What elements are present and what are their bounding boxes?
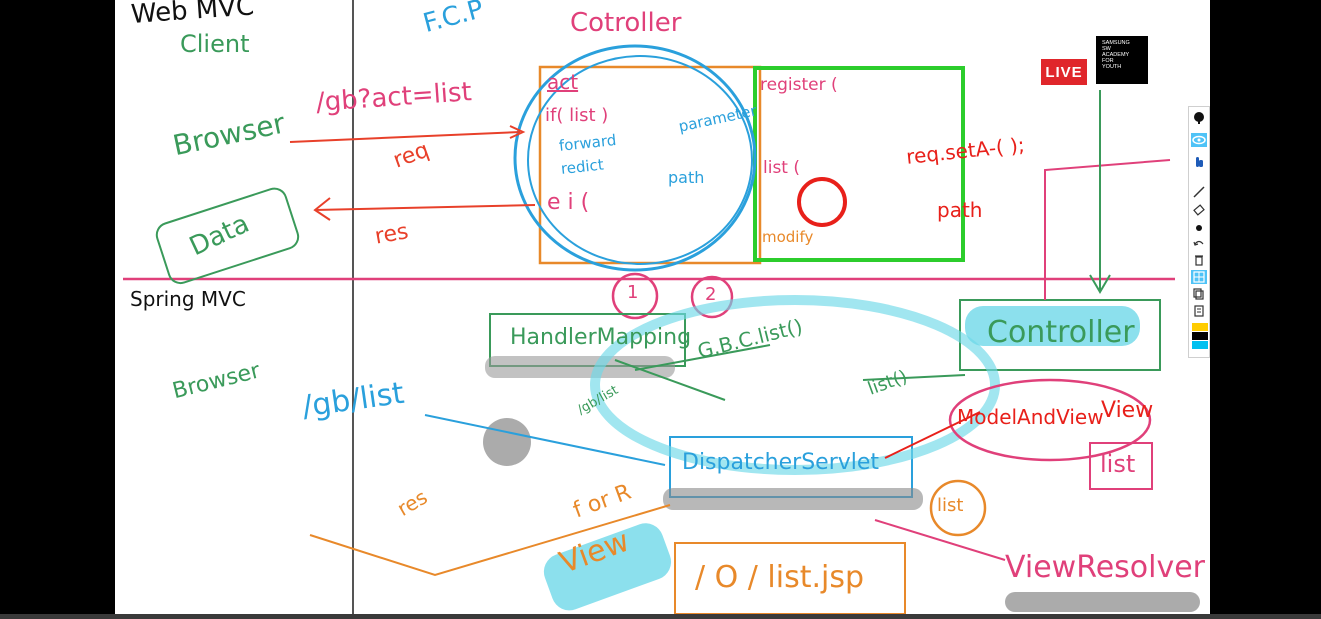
circle-2-label: 2 (705, 284, 717, 305)
page-icon[interactable] (1191, 304, 1207, 318)
whiteboard-drawing (123, 0, 1200, 614)
info-icon[interactable] (1191, 111, 1207, 125)
jsp-box (674, 542, 906, 614)
list-label: list (1100, 450, 1136, 478)
client-label: Client (180, 30, 250, 58)
circle-1-label: 1 (627, 282, 639, 303)
model-and-view-circle (948, 378, 1152, 462)
if-list-label: if( list ) (545, 105, 609, 126)
modify-label: modify (762, 228, 814, 246)
dot-icon[interactable] (1191, 221, 1207, 235)
list-box (1089, 442, 1153, 490)
controller-title: Cotroller (570, 8, 682, 38)
view-resolver-label: ViewResolver (1005, 550, 1206, 585)
dispatcher-servlet-label: DispatcherServlet (682, 450, 880, 475)
grid-icon[interactable] (1191, 270, 1207, 284)
color-swatch-yellow[interactable] (1192, 323, 1208, 331)
else-label: e i ( (547, 190, 590, 215)
model-and-view-label: ModelAndView (957, 405, 1104, 429)
color-swatch-black[interactable] (1192, 332, 1208, 340)
act-label: act (547, 70, 579, 94)
handler-mapping-label: HandlerMapping (510, 325, 692, 350)
academy-line-1: SAMSUNG (1102, 40, 1130, 46)
circle-2 (690, 275, 734, 319)
register-label: register ( (760, 75, 838, 95)
hand-icon[interactable] (1191, 155, 1207, 169)
academy-line-3: ACADEMY (1102, 52, 1130, 58)
circle-1 (611, 272, 659, 320)
copy-icon[interactable] (1191, 287, 1207, 301)
view-box-label: View (1101, 398, 1154, 423)
eraser-icon[interactable] (1191, 203, 1207, 217)
jsp-path-label: / O / list.jsp (695, 560, 865, 595)
right-border (1210, 0, 1321, 614)
spring-mvc-title: Spring MVC (130, 287, 246, 311)
undo-icon[interactable] (1191, 237, 1207, 251)
path-label: path (668, 168, 705, 187)
academy-line-2: SW (1102, 46, 1111, 52)
list-method-label: list ( (763, 158, 801, 178)
academy-line-4: FOR (1102, 58, 1114, 64)
data-box (155, 187, 300, 285)
academy-line-5: YOUTH (1102, 64, 1122, 70)
trash-icon[interactable] (1191, 253, 1207, 267)
drawing-toolbar (1188, 106, 1210, 358)
eye-icon[interactable] (1191, 133, 1207, 147)
whiteboard-canvas[interactable]: Web MVC Client F.C.P Cotroller /gb?act=l… (115, 0, 1210, 614)
list-circle-label: list (937, 495, 964, 516)
fcp-circle (513, 44, 757, 272)
live-badge: LIVE (1041, 59, 1087, 85)
color-swatch-cyan[interactable] (1192, 341, 1208, 349)
list-circle (929, 479, 987, 537)
path2-label: path (937, 198, 983, 222)
left-border (0, 0, 115, 614)
bottom-progress-bar[interactable] (0, 614, 1321, 619)
academy-logo: SAMSUNG SW ACADEMY FOR YOUTH (1096, 36, 1148, 84)
pen-icon[interactable] (1191, 185, 1207, 199)
spring-controller-label: Controller (987, 315, 1135, 350)
